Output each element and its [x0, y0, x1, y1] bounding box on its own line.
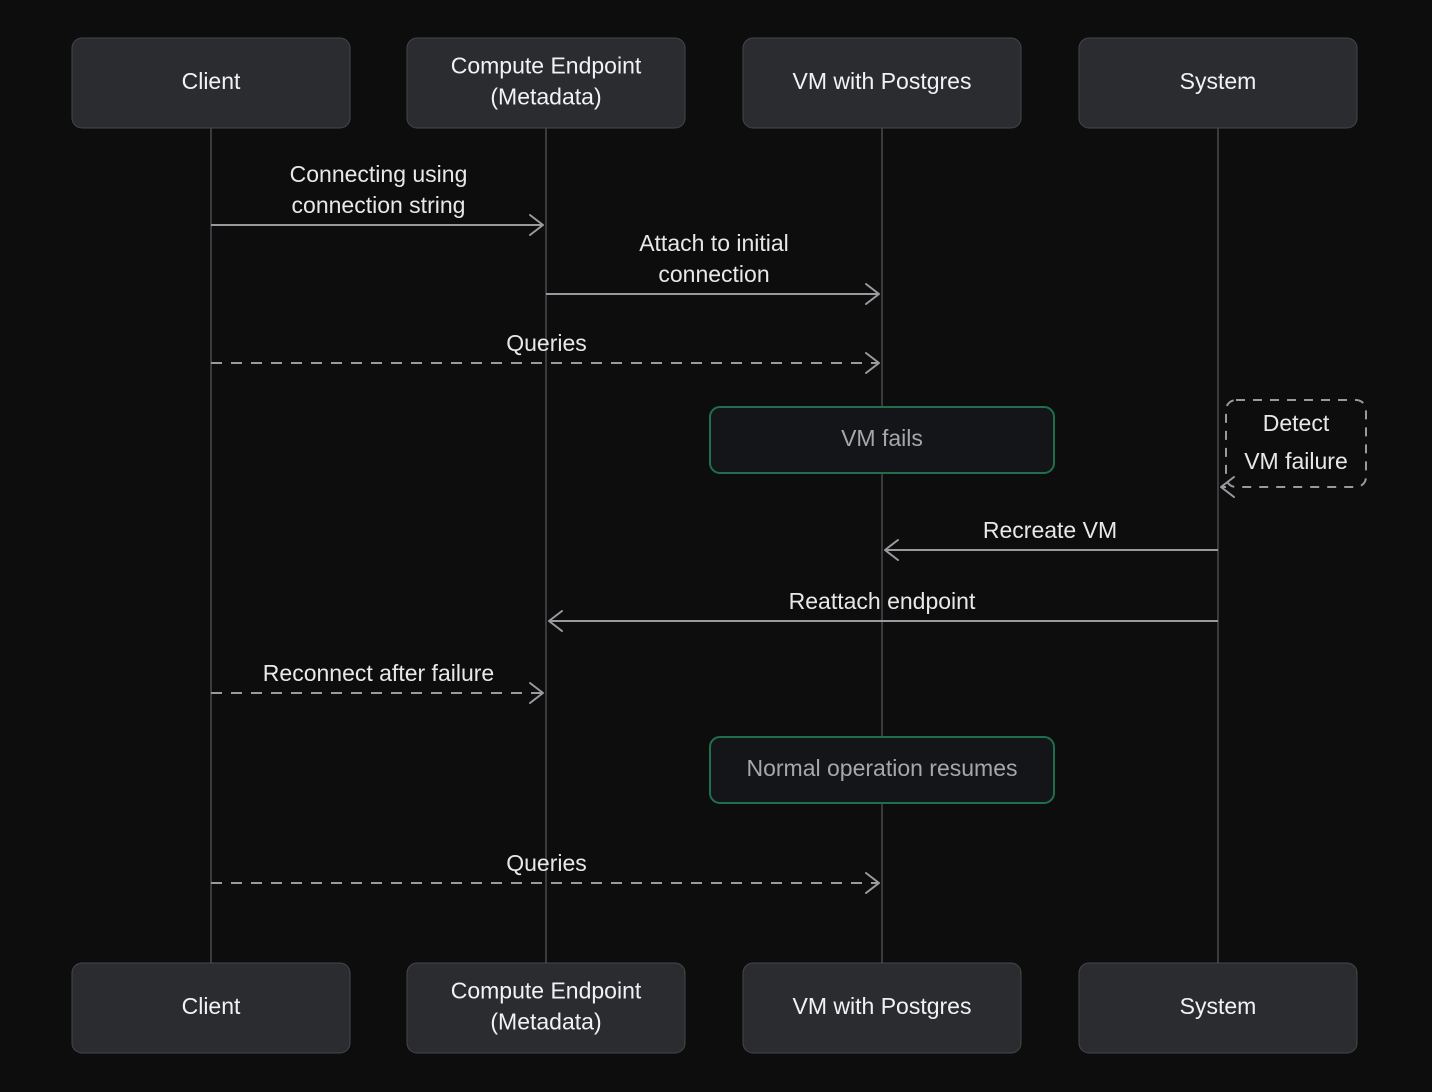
- participant-endpoint-bottom[interactable]: Compute Endpoint(Metadata): [406, 962, 686, 1054]
- participant-label-system-top: System: [1180, 68, 1257, 94]
- message-label-m5: Reattach endpoint: [789, 588, 976, 614]
- lifeline-group: [210, 128, 1219, 963]
- message-arrowhead-m2: [865, 283, 880, 305]
- participant-label-endpoint-top: Compute Endpoint(Metadata): [451, 53, 642, 110]
- participant-endpoint-top[interactable]: Compute Endpoint(Metadata): [406, 37, 686, 129]
- note-label-n2: Normal operation resumes: [746, 755, 1017, 781]
- message-arrowhead-m7: [865, 872, 880, 894]
- participant-top-group: Client Compute Endpoint(Metadata) VM with …: [71, 37, 1358, 129]
- participant-vm-top[interactable]: VM with Postgres: [742, 37, 1022, 129]
- message-arrowhead-m1: [529, 214, 544, 236]
- participant-system-bottom[interactable]: System: [1078, 962, 1358, 1054]
- participant-system-top[interactable]: System: [1078, 37, 1358, 129]
- note-n1: VM fails: [709, 406, 1055, 474]
- participant-label-vm-bottom: VM with Postgres: [793, 993, 972, 1019]
- participant-label-system-bottom: System: [1180, 993, 1257, 1019]
- message-m5: Reattach endpoint: [548, 588, 1218, 632]
- message-arrowhead-m5: [548, 610, 563, 632]
- message-m4: Recreate VM: [884, 517, 1218, 561]
- message-m7: Queries: [211, 850, 880, 894]
- participant-bottom-group: Client Compute Endpoint(Metadata) VM with …: [71, 962, 1358, 1054]
- self-message-arrowhead-s1: [1220, 476, 1235, 498]
- participant-label-client-top: Client: [182, 68, 241, 94]
- message-arrowhead-m4: [884, 539, 899, 561]
- message-arrowhead-m3: [865, 352, 880, 374]
- participant-label-vm-top: VM with Postgres: [793, 68, 972, 94]
- message-m3: Queries: [211, 330, 880, 374]
- message-label-m4: Recreate VM: [983, 517, 1117, 543]
- self-message-loop-s1: [1225, 399, 1367, 488]
- message-label-m3: Queries: [506, 330, 587, 356]
- message-label-m6: Reconnect after failure: [263, 660, 494, 686]
- participant-vm-bottom[interactable]: VM with Postgres: [742, 962, 1022, 1054]
- note-n2: Normal operation resumes: [709, 736, 1055, 804]
- message-label-m7: Queries: [506, 850, 587, 876]
- message-m6: Reconnect after failure: [211, 660, 544, 704]
- participant-client-bottom[interactable]: Client: [71, 962, 351, 1054]
- participant-label-endpoint-bottom: Compute Endpoint(Metadata): [451, 978, 642, 1035]
- participant-client-top[interactable]: Client: [71, 37, 351, 129]
- participant-label-client-bottom: Client: [182, 993, 241, 1019]
- message-arrowhead-m6: [529, 682, 544, 704]
- note-label-n1: VM fails: [841, 425, 923, 451]
